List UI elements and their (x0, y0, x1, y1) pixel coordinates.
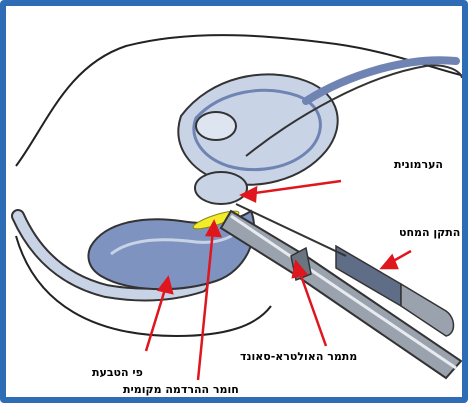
anatomy-illustration (6, 6, 468, 403)
label-local-anesthetic: חומר ההרדמה מקומית (123, 383, 239, 396)
label-ultrasound-probe: מתמר האולטרא-סאונד (240, 350, 357, 363)
needle-guide-device (236, 204, 454, 336)
label-prostate: הערמונית (394, 158, 443, 171)
label-needle-device: התקן המחט (399, 226, 460, 239)
label-rectum: פי הטבעת (92, 366, 143, 379)
arrow-needle-device (382, 251, 411, 268)
pubic-bone (196, 112, 236, 140)
prostate (195, 172, 247, 204)
